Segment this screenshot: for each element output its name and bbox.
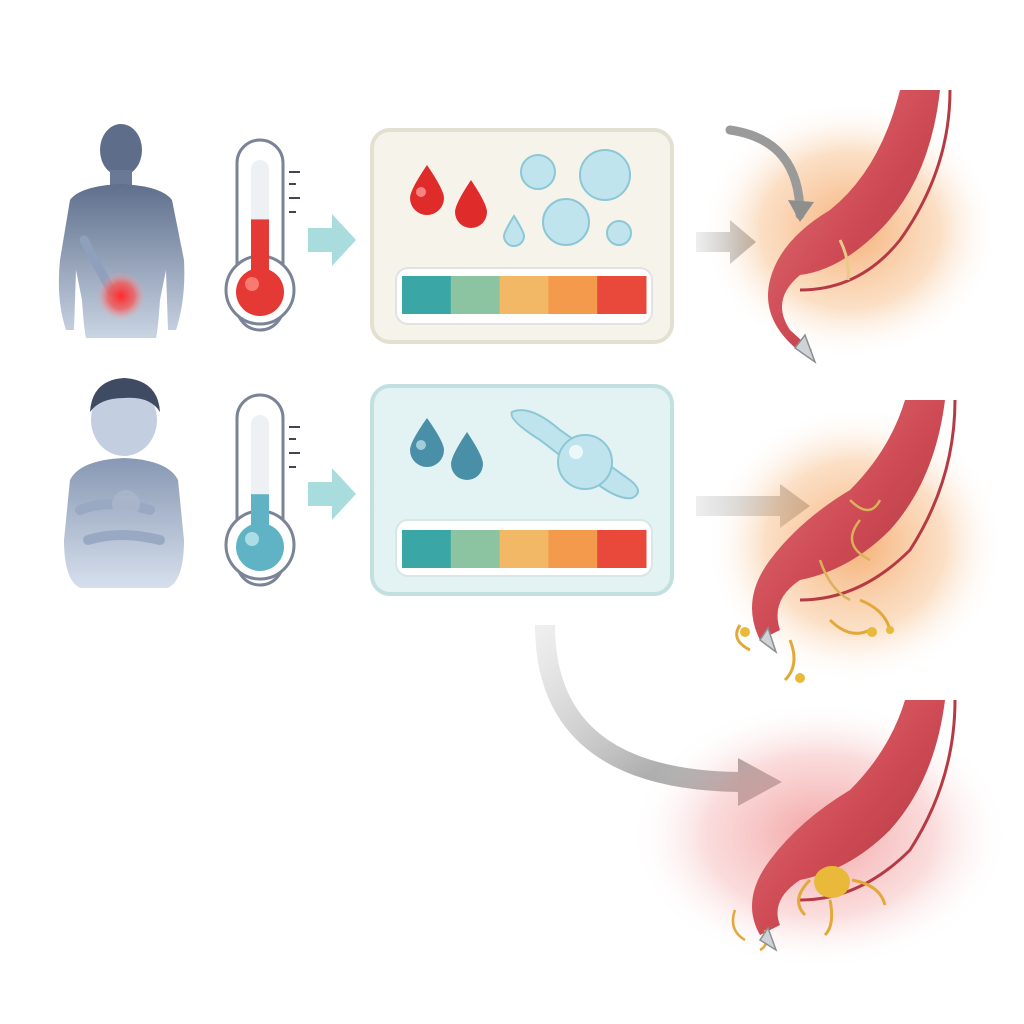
adult-scale-segment-4 bbox=[548, 276, 598, 314]
child-abdominal-pain-icon bbox=[64, 378, 184, 588]
adult-to-lab-arrow bbox=[308, 214, 356, 266]
adult-abdominal-pain-icon bbox=[58, 124, 185, 338]
ultrasound-panel-icon bbox=[370, 384, 674, 596]
perforated-appendix-icon bbox=[630, 699, 1010, 970]
child-scale-segment-1 bbox=[402, 530, 452, 568]
adult-scale-segment-1 bbox=[402, 276, 452, 314]
gangrenous-appendix-icon bbox=[705, 399, 1005, 685]
child-thermometer-icon bbox=[224, 393, 300, 587]
adult-scale-segment-3 bbox=[499, 276, 549, 314]
adult-scale-segment-2 bbox=[450, 276, 501, 314]
adult-scale-segment-5 bbox=[597, 276, 647, 314]
child-row bbox=[64, 378, 1005, 685]
adult-row bbox=[58, 89, 1000, 364]
inflamed-appendix-icon bbox=[700, 89, 1000, 364]
child-scale-segment-5 bbox=[597, 530, 647, 568]
adult-thermometer-icon bbox=[224, 138, 300, 332]
child-scale-segment-3 bbox=[499, 530, 549, 568]
child-scale-segment-4 bbox=[548, 530, 598, 568]
child-to-lab-arrow bbox=[308, 468, 356, 520]
child-scale-segment-2 bbox=[450, 530, 501, 568]
blood-test-panel-icon bbox=[370, 128, 674, 344]
perforation-branch bbox=[535, 624, 1010, 970]
